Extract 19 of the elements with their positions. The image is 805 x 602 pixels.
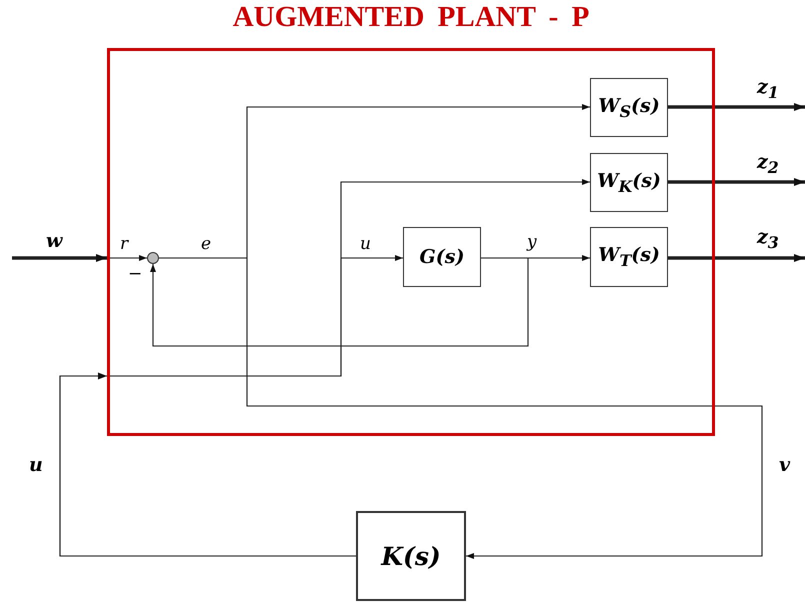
diagram-heading: AUGMENTED PLANT - P: [232, 1, 590, 34]
transfer-function-block: [403, 227, 481, 287]
transfer-function-block: [590, 153, 668, 212]
summing-junction: [147, 252, 159, 264]
transfer-function: W$_{T}$(s): [598, 244, 660, 270]
transfer-function: W$_{S}$(s): [598, 94, 660, 120]
transfer-function-block: [590, 78, 668, 137]
transfer-function: W$_{K}$(s): [597, 170, 661, 196]
arrow: [59, 179, 590, 557]
transfer-function-block: [356, 511, 466, 601]
arrow: [668, 178, 805, 186]
arrow: [150, 257, 529, 347]
transfer-function-block: [590, 227, 668, 287]
arrow: [12, 254, 107, 262]
arrow: [668, 254, 805, 262]
arrow: [107, 255, 147, 261]
transfer-function: K(s): [381, 542, 441, 570]
arrow: [668, 103, 805, 111]
transfer-function: G(s): [420, 246, 464, 268]
